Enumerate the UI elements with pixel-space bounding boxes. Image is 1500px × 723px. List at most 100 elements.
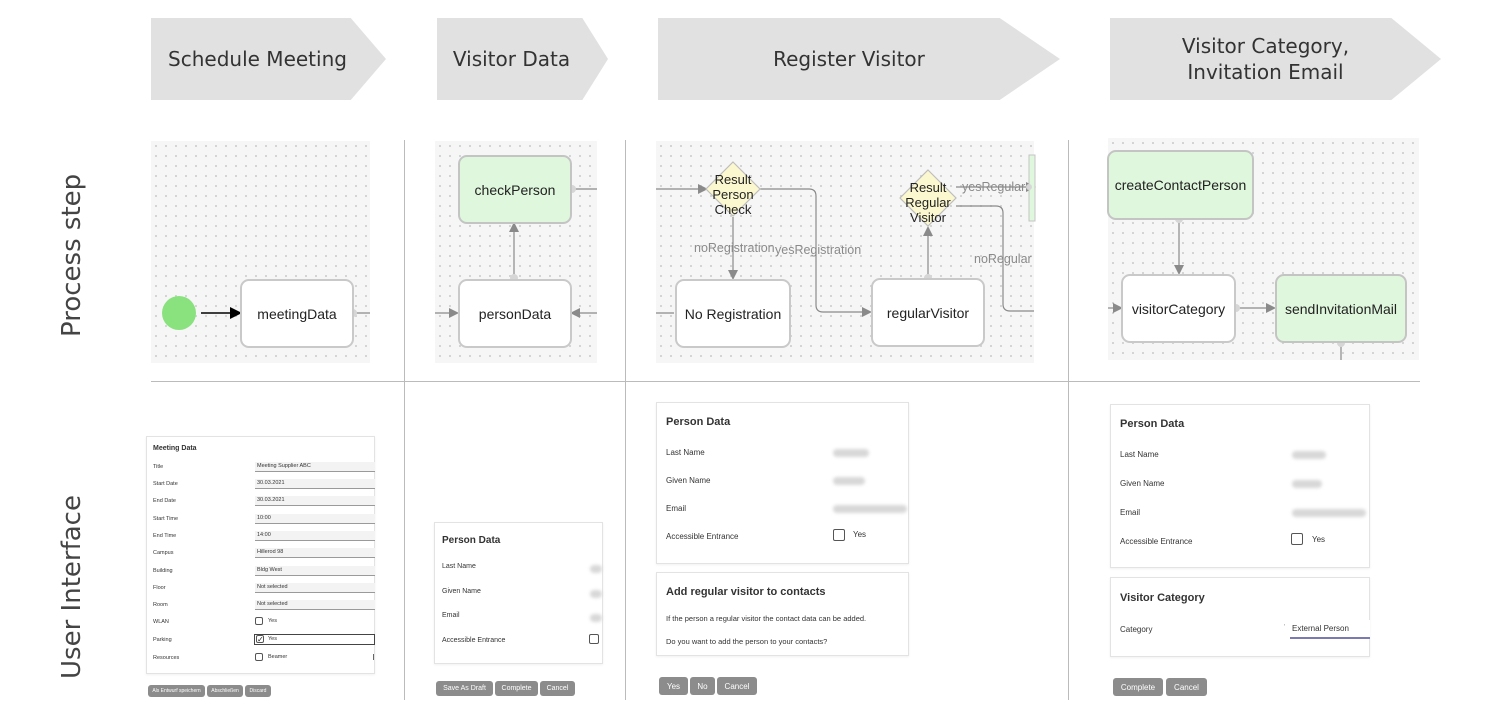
edge-label-noregistration: noRegistration bbox=[694, 241, 775, 255]
phase-schedule-meeting: Schedule Meeting bbox=[151, 18, 386, 100]
field-label: Floor bbox=[153, 585, 166, 591]
yes-button[interactable]: Yes bbox=[659, 677, 688, 695]
register-label-last-name: Last Name bbox=[666, 448, 705, 457]
register-label-given-name: Given Name bbox=[666, 476, 711, 485]
parking-checkbox[interactable]: ✓ bbox=[256, 635, 264, 644]
visitor-label-last-name: Last Name bbox=[442, 563, 476, 570]
field-building-input[interactable]: Bldg West bbox=[255, 566, 375, 576]
save-draft-button[interactable]: Als Entwurf speichern bbox=[148, 685, 205, 697]
field-end-time-input[interactable]: 14:00 bbox=[255, 531, 375, 541]
task-regularvisitor[interactable]: regularVisitor bbox=[871, 278, 985, 347]
field-label: Start Time bbox=[153, 516, 179, 522]
wlan-checkbox[interactable] bbox=[255, 617, 263, 625]
resources-label: Resources bbox=[153, 655, 180, 661]
register-value-given-name bbox=[833, 477, 865, 485]
field-label: End Date bbox=[153, 498, 176, 504]
task-meetingdata[interactable]: meetingData bbox=[240, 279, 354, 348]
register-value-last-name bbox=[833, 449, 869, 457]
register-accessible-option: Yes bbox=[853, 530, 867, 539]
visitor-label-given-name: Given Name bbox=[442, 588, 481, 595]
phase-label: Visitor Category, Invitation Email bbox=[1181, 34, 1350, 84]
field-start-time-input[interactable]: 10:00 bbox=[255, 514, 375, 524]
category-value-email bbox=[1292, 509, 1366, 517]
gateway-label-person-check: Result Person Check bbox=[712, 172, 754, 217]
gateway-result-person-check bbox=[705, 161, 761, 217]
category-label-email: Email bbox=[1120, 508, 1141, 517]
save-as-draft-button[interactable]: Save As Draft bbox=[436, 681, 493, 696]
visitor-form-title: Person Data bbox=[442, 535, 501, 546]
task-persondata[interactable]: personData bbox=[458, 279, 572, 348]
category-cancel-button[interactable]: Cancel bbox=[1166, 678, 1207, 696]
task-no-registration[interactable]: No Registration bbox=[675, 279, 791, 348]
visitor-category-title: Visitor Category bbox=[1120, 592, 1205, 604]
category-label-accessible-entrance: Accessible Entrance bbox=[1120, 537, 1193, 546]
field-room-input[interactable]: Not selected bbox=[255, 600, 375, 610]
category-field-label: Category bbox=[1120, 625, 1153, 634]
edge-yesregistration bbox=[760, 188, 872, 317]
visitor-accessible-checkbox[interactable] bbox=[589, 634, 599, 644]
visitor-value-last-name bbox=[590, 565, 602, 573]
parking-label: Parking bbox=[153, 637, 172, 643]
task-visitorcategory[interactable]: visitorCategory bbox=[1121, 274, 1236, 343]
field-end-date-input[interactable]: 30.03.2021 bbox=[255, 496, 375, 506]
wlan-option: Yes bbox=[268, 618, 277, 624]
gateway-label-regular-visitor: Result Regular Visitor bbox=[905, 180, 951, 225]
phase-register-visitor: Register Visitor bbox=[658, 18, 1060, 100]
category-complete-button[interactable]: Complete bbox=[1113, 678, 1163, 696]
category-select[interactable]: External Person bbox=[1290, 620, 1370, 639]
register-cancel-button[interactable]: Cancel bbox=[717, 677, 757, 695]
phase-label: Visitor Data bbox=[452, 47, 571, 71]
col-divider-2 bbox=[625, 140, 626, 700]
add-regular-visitor-panel bbox=[656, 572, 909, 656]
no-button[interactable]: No bbox=[690, 677, 715, 695]
complete-button[interactable]: Abschließen bbox=[207, 685, 243, 697]
discard-button[interactable]: Discard bbox=[245, 685, 271, 697]
task-createcontactperson[interactable]: createContactPerson bbox=[1107, 150, 1254, 220]
register-person-data-form bbox=[656, 402, 909, 564]
field-label: Campus bbox=[153, 550, 174, 556]
edge-noregular bbox=[956, 205, 1034, 312]
register-label-accessible-entrance: Accessible Entrance bbox=[666, 532, 739, 541]
field-campus-input[interactable]: Hillerod 98 bbox=[255, 548, 375, 558]
category-person-data-form bbox=[1110, 404, 1370, 568]
visitor-person-data-form bbox=[434, 522, 603, 664]
wlan-label: WLAN bbox=[153, 619, 169, 625]
add-regular-visitor-text-2: Do you want to add the person to your co… bbox=[666, 637, 828, 646]
edge-label-noregular: noRegular bbox=[974, 252, 1032, 266]
visitor-value-email bbox=[590, 614, 602, 622]
phase-label: Register Visitor bbox=[773, 47, 925, 71]
resources-option: Beamer bbox=[268, 654, 288, 660]
category-accessible-checkbox[interactable] bbox=[1291, 533, 1303, 545]
field-start-date-input[interactable]: 30.03.2021 bbox=[255, 479, 375, 489]
add-regular-visitor-text-1: If the person a regular visitor the cont… bbox=[666, 614, 867, 623]
category-label-last-name: Last Name bbox=[1120, 450, 1159, 459]
visitor-category-panel bbox=[1110, 577, 1370, 657]
field-title-input[interactable]: Meeting Supplier ABC bbox=[255, 462, 375, 472]
field-floor-input[interactable]: Not selected bbox=[255, 583, 375, 593]
field-label: Room bbox=[153, 602, 168, 608]
resources-checkbox[interactable] bbox=[255, 653, 263, 661]
category-accessible-option: Yes bbox=[1312, 535, 1326, 544]
phase-label: Schedule Meeting bbox=[168, 47, 347, 71]
visitor-value-given-name bbox=[590, 590, 602, 598]
visitor-complete-button[interactable]: Complete bbox=[495, 681, 538, 696]
register-form-title: Person Data bbox=[666, 416, 731, 428]
register-accessible-checkbox[interactable] bbox=[833, 529, 845, 541]
resources-scroll-mark bbox=[373, 654, 374, 660]
task-sendinvitationmail[interactable]: sendInvitationMail bbox=[1275, 274, 1407, 343]
parking-field-outline bbox=[254, 634, 375, 645]
start-event bbox=[162, 296, 196, 330]
meeting-form-title: Meeting Data bbox=[153, 445, 197, 452]
task-checkperson[interactable]: checkPerson bbox=[458, 155, 572, 224]
visitor-label-accessible-entrance: Accessible Entrance bbox=[442, 637, 506, 644]
category-label-given-name: Given Name bbox=[1120, 479, 1165, 488]
edge-label-yesregistration: yesRegistration bbox=[775, 243, 862, 257]
gateway-result-regular-visitor bbox=[899, 169, 957, 227]
visitor-cancel-button[interactable]: Cancel bbox=[540, 681, 575, 696]
row-divider bbox=[151, 381, 1420, 382]
parking-option: Yes bbox=[268, 636, 277, 642]
col-divider-3 bbox=[1068, 140, 1069, 700]
field-label: End Time bbox=[153, 533, 177, 539]
visitor-label-email: Email bbox=[442, 612, 460, 619]
